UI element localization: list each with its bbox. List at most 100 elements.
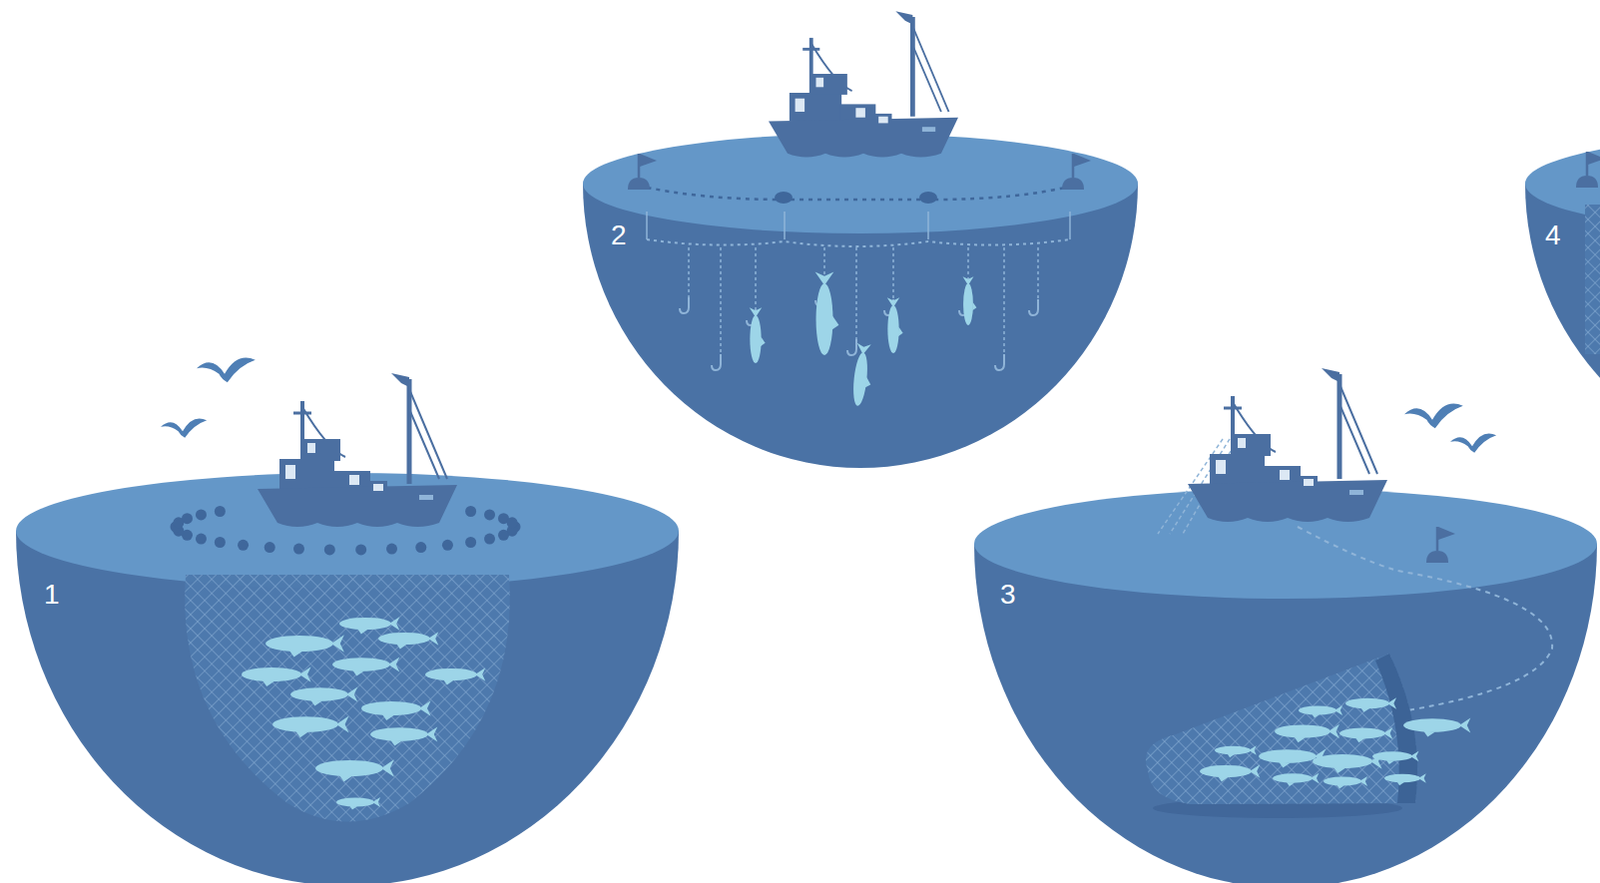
- fish-fin: [390, 740, 403, 747]
- fish: [815, 271, 840, 356]
- buoy: [1576, 175, 1599, 188]
- fish-tail: [1459, 717, 1471, 733]
- fish-tail: [1334, 705, 1343, 716]
- seabird: [196, 358, 256, 384]
- fish-tail: [856, 343, 872, 356]
- float: [484, 509, 496, 521]
- fish: [425, 667, 486, 685]
- fish-fin: [349, 806, 358, 811]
- fish-tail: [1248, 745, 1257, 755]
- longline-hemisphere: [582, 133, 1138, 469]
- branch-line: [892, 247, 895, 300]
- sea-surface: [15, 473, 679, 589]
- porthole: [922, 126, 936, 132]
- fish: [1339, 727, 1393, 743]
- trawl-scene: [1145, 368, 1553, 819]
- fish-tail: [388, 656, 400, 672]
- fish-tail: [749, 307, 762, 318]
- float: [442, 539, 454, 551]
- float: [195, 533, 207, 545]
- fish: [370, 726, 438, 746]
- cabin: [279, 459, 335, 490]
- window: [878, 116, 889, 124]
- window: [307, 443, 316, 454]
- buoy: [1062, 177, 1084, 190]
- fish-body: [1403, 718, 1462, 733]
- fish-fin: [310, 700, 323, 707]
- fish-body: [241, 667, 302, 682]
- float: [465, 536, 477, 548]
- flag-buoy: [1426, 527, 1456, 563]
- callout-number: 3: [1000, 580, 1017, 609]
- buoy-line: [783, 211, 786, 240]
- float: [324, 543, 336, 555]
- fish-fin: [1336, 785, 1345, 790]
- fish: [265, 634, 345, 657]
- branch-line: [754, 247, 757, 310]
- fish: [241, 666, 312, 687]
- fish-body: [1199, 765, 1252, 778]
- fish: [1345, 697, 1397, 713]
- callout-number: 1: [43, 580, 60, 609]
- float: [507, 517, 519, 529]
- gillnet: [1585, 204, 1600, 355]
- fish-body: [1298, 706, 1337, 716]
- window: [349, 475, 360, 486]
- fish-body: [1345, 698, 1390, 709]
- fish-fin: [289, 650, 304, 658]
- mast-cross: [802, 47, 820, 51]
- fish: [290, 686, 358, 706]
- fish: [1323, 776, 1368, 790]
- gillnet-scene: [1576, 151, 1600, 355]
- wheelhouse: [302, 439, 341, 462]
- fish-fin: [1355, 738, 1365, 744]
- fish: [336, 797, 381, 811]
- trawl-net: [1145, 653, 1418, 805]
- fish: [332, 656, 400, 676]
- fish-fin: [972, 302, 977, 311]
- fish-body: [1274, 724, 1331, 738]
- window: [1303, 479, 1314, 487]
- hull: [257, 485, 458, 528]
- flag: [1073, 153, 1091, 167]
- branch-line: [1037, 247, 1040, 300]
- hook: [711, 354, 721, 371]
- fish-body: [1214, 746, 1251, 755]
- mainline: [646, 239, 1070, 247]
- fish-body: [1339, 728, 1386, 740]
- fish-body: [425, 668, 478, 681]
- fish: [1214, 745, 1257, 758]
- wheelhouse: [811, 73, 848, 95]
- flag: [639, 153, 657, 167]
- float: [195, 509, 207, 521]
- fish-fin: [1217, 776, 1228, 782]
- fish-body: [332, 657, 391, 672]
- fish-body: [290, 687, 349, 702]
- fish-fin: [1286, 782, 1295, 787]
- flag: [1438, 527, 1456, 540]
- fish-fin: [1278, 762, 1291, 769]
- buoy-line: [1068, 211, 1071, 240]
- fish-fin: [1360, 707, 1370, 712]
- fish-tail: [1310, 773, 1319, 784]
- longline-scene: [627, 10, 1091, 408]
- flag-pole: [1436, 527, 1440, 551]
- seabird: [160, 418, 207, 438]
- sea-body: [15, 531, 679, 883]
- details: [160, 10, 1600, 822]
- fish: [963, 276, 978, 326]
- branch-line: [687, 247, 690, 298]
- float-line: [638, 185, 1073, 200]
- fish-tail: [475, 667, 486, 682]
- fish: [887, 297, 904, 354]
- branch-line: [719, 247, 722, 355]
- fish: [378, 631, 439, 649]
- fish: [1372, 751, 1419, 765]
- fish-body: [1258, 749, 1317, 764]
- fish-body: [339, 617, 392, 630]
- callout-number: 4: [1545, 221, 1562, 250]
- window: [285, 465, 296, 480]
- sea-body: [1525, 183, 1600, 469]
